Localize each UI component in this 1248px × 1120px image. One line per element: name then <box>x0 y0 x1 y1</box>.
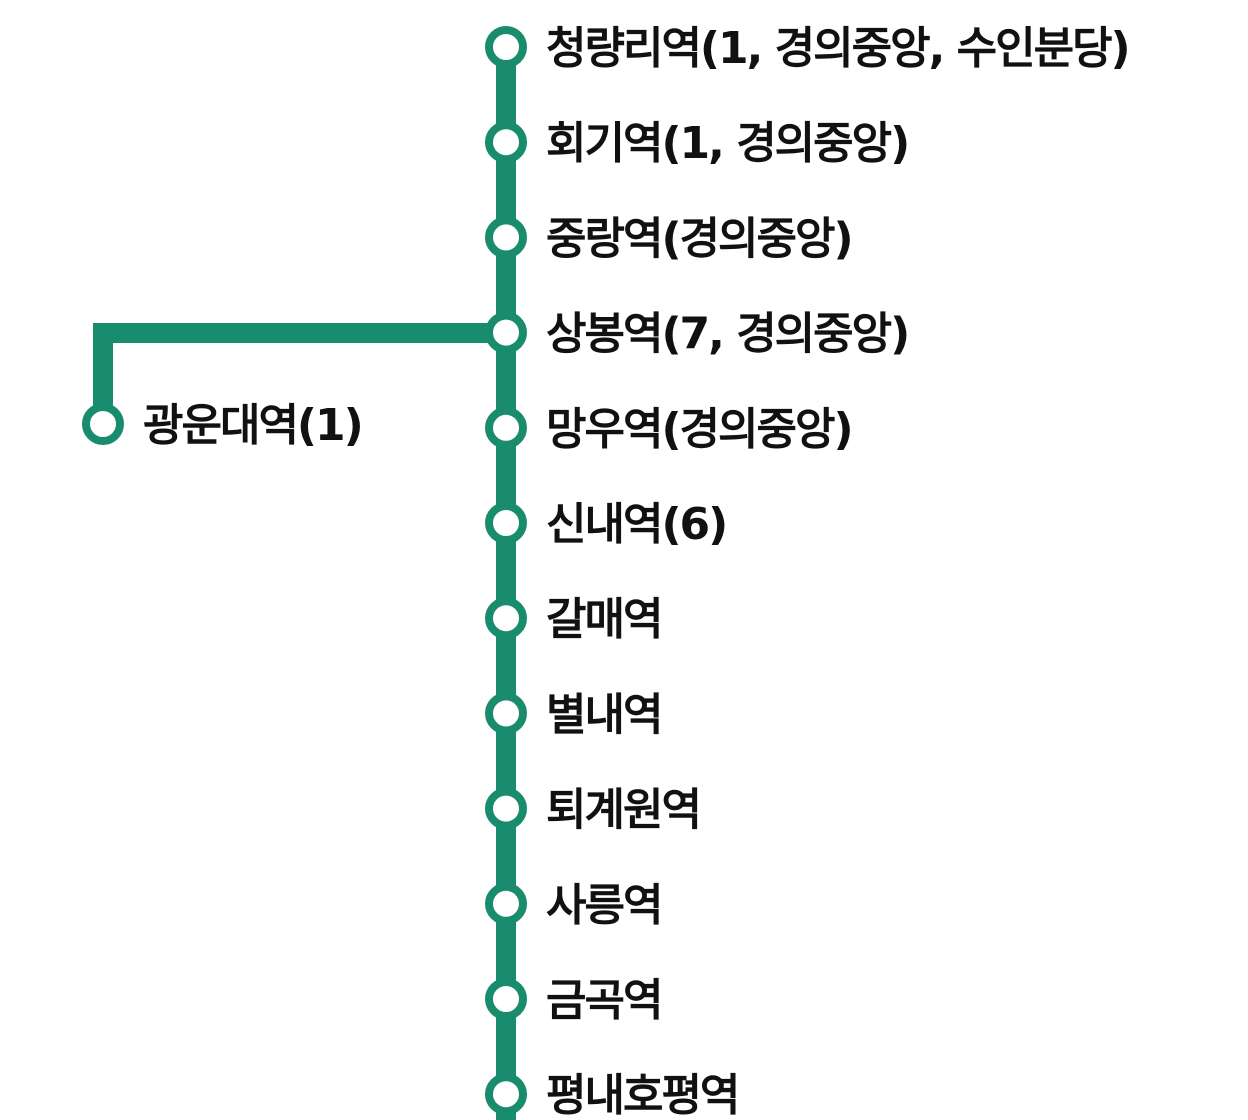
station-marker-main-6 <box>485 597 527 640</box>
station-marker-main-2 <box>485 216 527 259</box>
station-label-main-3: 상봉역(7, 경의중앙) <box>546 309 908 360</box>
station-label-main-5: 신내역(6) <box>546 499 726 550</box>
station-label-main-0: 청량리역(1, 경의중앙, 수인분당) <box>546 23 1129 74</box>
station-label-main-10: 금곡역 <box>546 975 661 1026</box>
station-label-main-2: 중랑역(경의중앙) <box>546 213 852 264</box>
station-marker-main-8 <box>485 787 527 830</box>
route-lines <box>93 47 516 1120</box>
station-label-branch-0: 광운대역(1) <box>143 400 362 451</box>
station-marker-main-5 <box>485 502 527 544</box>
station-label-main-11: 평내호평역 <box>546 1070 738 1120</box>
station-marker-main-3 <box>485 311 527 354</box>
station-markers <box>82 26 527 1116</box>
station-label-main-7: 별내역 <box>546 689 661 740</box>
station-label-main-6: 갈매역 <box>546 594 661 645</box>
station-marker-main-7 <box>485 692 527 735</box>
station-label-main-1: 회기역(1, 경의중앙) <box>546 118 908 169</box>
branch-line-track <box>93 323 506 424</box>
station-marker-main-0 <box>485 26 527 68</box>
station-marker-main-1 <box>485 121 527 164</box>
station-marker-main-11 <box>485 1073 527 1116</box>
station-labels: 청량리역(1, 경의중앙, 수인분당) 회기역(1, 경의중앙) 중랑역(경의중앙)… <box>143 23 1131 1120</box>
station-marker-main-4 <box>485 406 527 449</box>
station-label-main-9: 사릉역 <box>546 880 661 931</box>
station-marker-branch-0 <box>82 403 124 445</box>
station-marker-main-9 <box>485 882 527 925</box>
station-marker-main-10 <box>485 978 527 1020</box>
station-label-main-8: 퇴계원역 <box>546 785 700 836</box>
station-label-main-4: 망우역(경의중앙) <box>546 404 852 455</box>
